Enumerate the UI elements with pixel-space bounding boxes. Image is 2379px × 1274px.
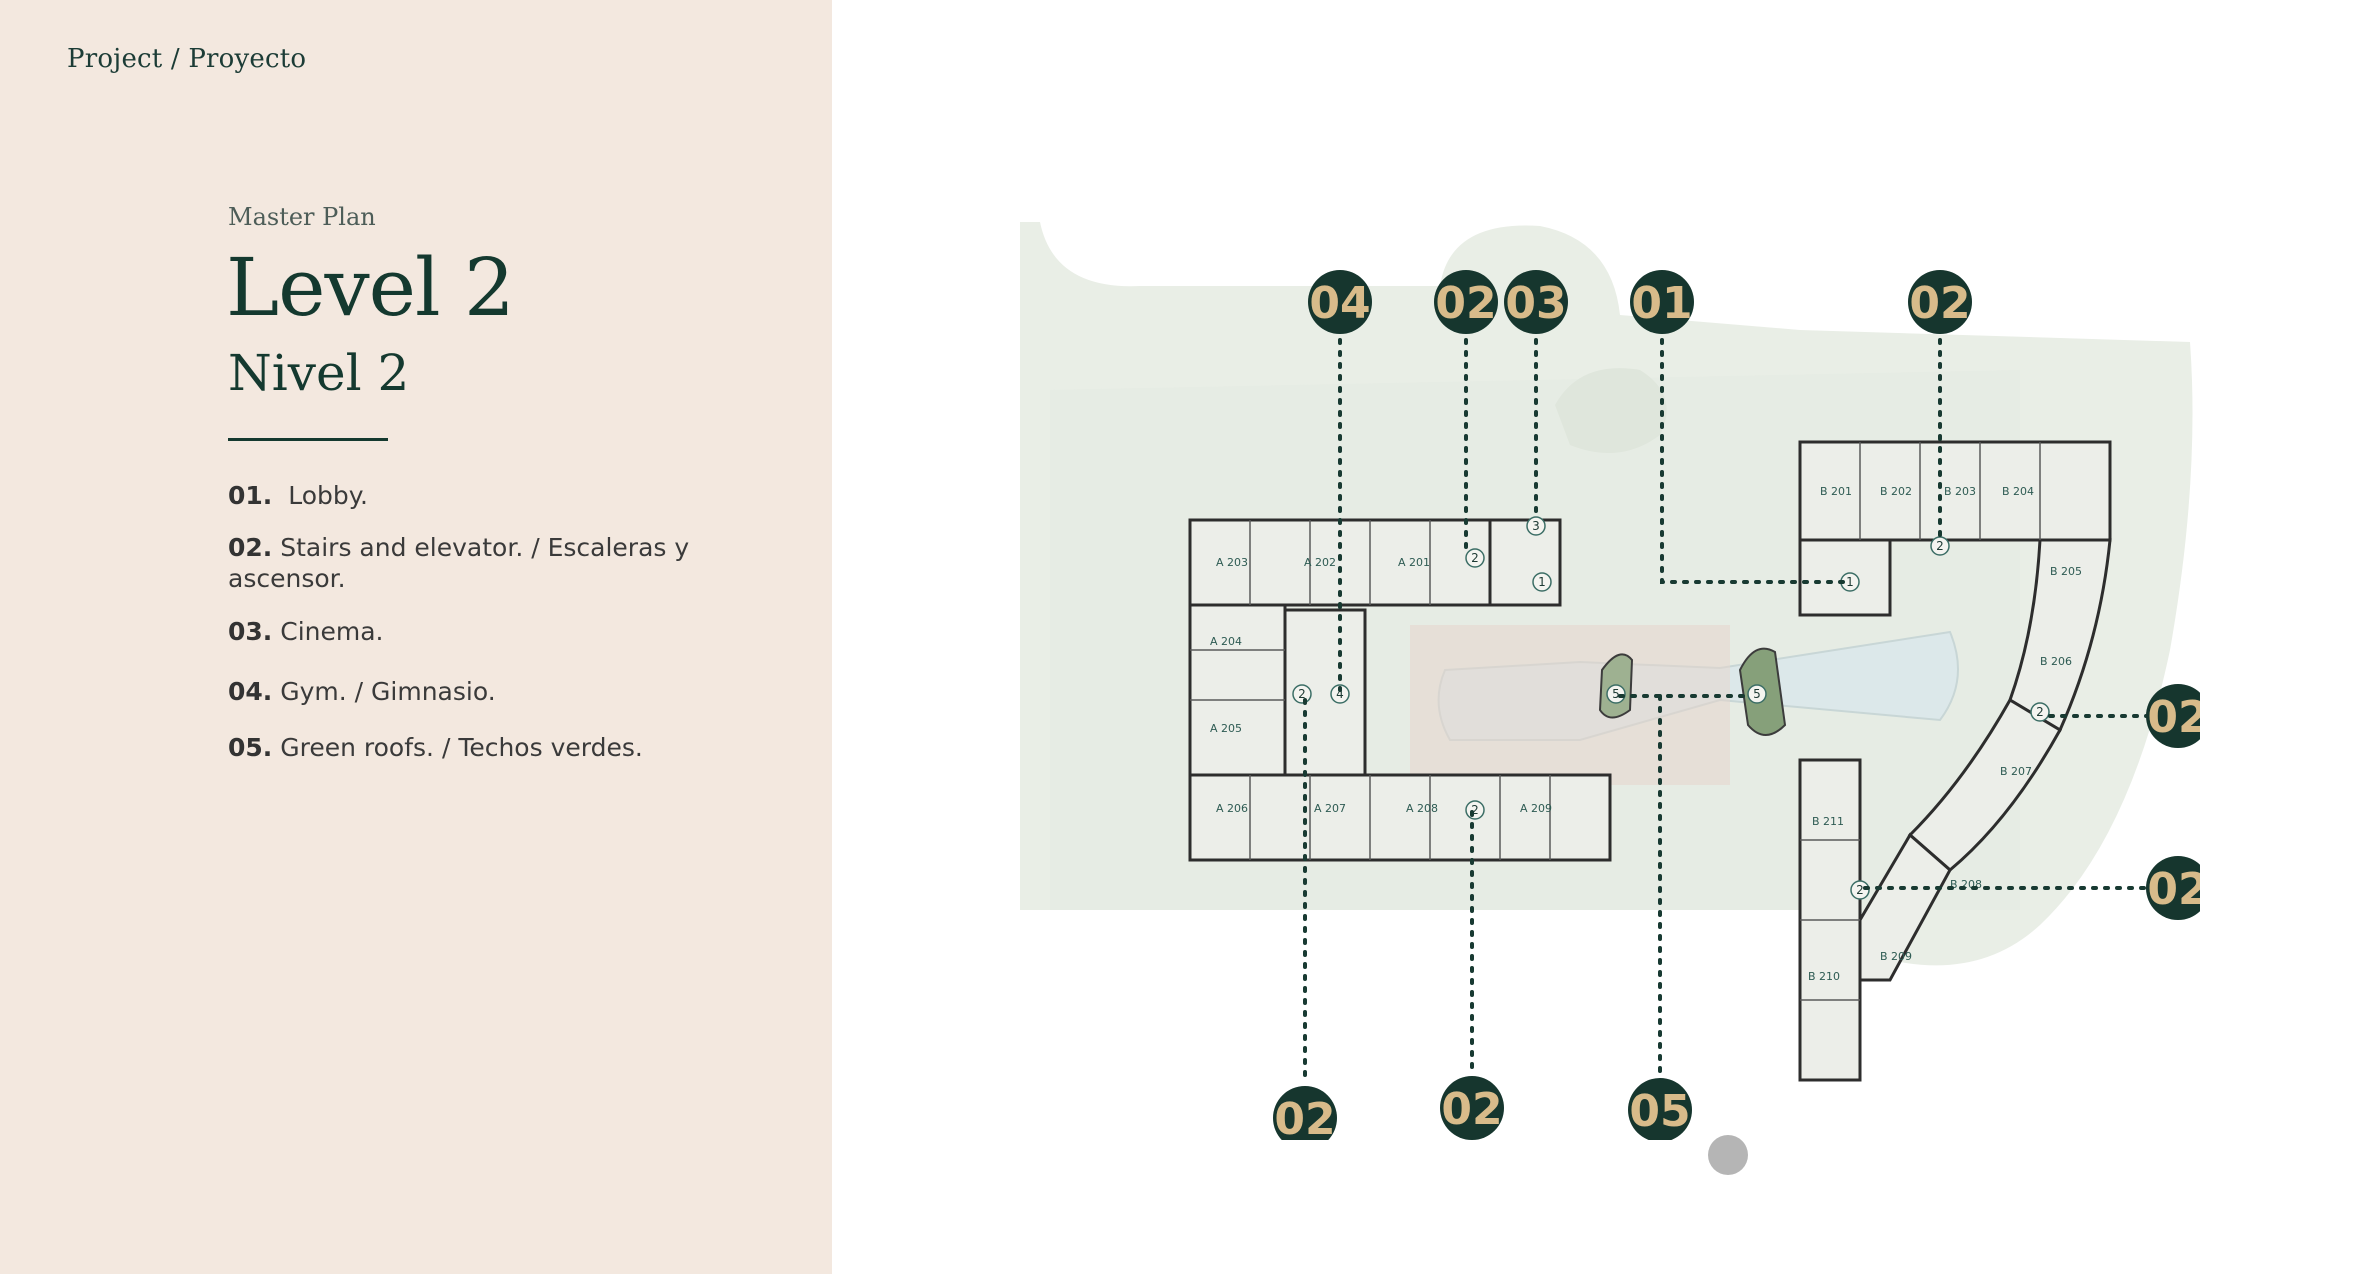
sidebar: Project / Proyecto Master Plan Level 2 N…: [0, 0, 832, 1274]
unit-label: B 202: [1880, 485, 1912, 498]
svg-text:1: 1: [1538, 575, 1546, 589]
unit-label: B 201: [1820, 485, 1852, 498]
callout-cinema: 03: [1504, 270, 1568, 334]
unit-label: B 211: [1812, 815, 1844, 828]
callout-stairs: 02: [1440, 1076, 1504, 1140]
svg-text:2: 2: [1298, 687, 1306, 701]
callout-green-roofs: 05: [1628, 1078, 1692, 1140]
svg-text:02: 02: [1435, 278, 1496, 329]
unit-label: A 204: [1210, 635, 1242, 648]
svg-text:04: 04: [1309, 278, 1370, 329]
marker-green-roof: 5: [1606, 684, 1626, 704]
unit-label: A 206: [1216, 802, 1248, 815]
unit-label: A 207: [1314, 802, 1346, 815]
svg-text:02: 02: [1274, 1094, 1335, 1140]
marker-gym: 4: [1330, 684, 1350, 704]
svg-text:2: 2: [1856, 883, 1864, 897]
legend-item: 02. Stairs and elevator. / Escaleras y a…: [228, 532, 698, 594]
breadcrumb[interactable]: Project / Proyecto: [67, 44, 307, 74]
callout-lobby: 01: [1630, 270, 1694, 334]
building-b-walls: [1800, 442, 2041, 1001]
legend-number: 05.: [228, 733, 273, 762]
plan-markers: 1 1 2 2 2 2 2 2 3 4 5 5: [1292, 516, 2050, 900]
legend-text: Stairs and elevator. / Escaleras y ascen…: [228, 533, 690, 593]
building-a: [1188, 518, 1612, 862]
unit-label: B 204: [2002, 485, 2034, 498]
svg-text:2: 2: [1936, 539, 1944, 553]
scroll-indicator-dot[interactable]: [1708, 1135, 1748, 1175]
pool-deck: [1410, 625, 1730, 785]
marker-cinema: 3: [1526, 516, 1546, 536]
unit-label: A 203: [1216, 556, 1248, 569]
marker-stairs: 2: [2030, 702, 2050, 722]
svg-text:02: 02: [1441, 1084, 1502, 1135]
unit-label: B 207: [2000, 765, 2032, 778]
legend-text: Cinema.: [280, 617, 384, 646]
marker-stairs: 2: [1850, 880, 1870, 900]
marker-stairs: 2: [1465, 548, 1485, 568]
callout-stairs: 02: [1908, 270, 1972, 334]
page-title: Level 2: [226, 241, 515, 334]
master-plan: A 203 A 202 A 201 A 204 A 205 A 206 A 20…: [1020, 222, 2200, 1140]
legend-item: 03. Cinema.: [228, 616, 698, 647]
callout-gym: 04: [1308, 270, 1372, 334]
unit-label: A 208: [1406, 802, 1438, 815]
legend-text: Gym. / Gimnasio.: [280, 677, 496, 706]
legend-number: 02.: [228, 533, 273, 562]
svg-text:02: 02: [1909, 278, 1970, 329]
unit-label: A 209: [1520, 802, 1552, 815]
marker-lobby: 1: [1532, 572, 1552, 592]
unit-label: A 201: [1398, 556, 1430, 569]
callout-stairs: 02: [1434, 270, 1498, 334]
callout-stairs: 02: [1273, 1086, 1337, 1140]
page-subtitle: Nivel 2: [228, 344, 410, 402]
legend-number: 03.: [228, 617, 273, 646]
callout-stairs: 02: [2146, 684, 2200, 748]
svg-text:3: 3: [1532, 519, 1540, 533]
unit-label: A 205: [1210, 722, 1242, 735]
marker-stairs: 2: [1930, 536, 1950, 556]
unit-label: B 203: [1944, 485, 1976, 498]
legend-number: 01.: [228, 481, 273, 510]
svg-text:2: 2: [2036, 705, 2044, 719]
svg-text:4: 4: [1336, 687, 1344, 701]
marker-stairs: 2: [1292, 684, 1312, 704]
svg-text:1: 1: [1846, 575, 1854, 589]
svg-text:5: 5: [1612, 687, 1620, 701]
unit-label: B 205: [2050, 565, 2082, 578]
svg-text:5: 5: [1753, 687, 1761, 701]
svg-text:02: 02: [2147, 864, 2200, 915]
legend-item: 01. Lobby.: [228, 480, 698, 511]
title-divider: [228, 438, 388, 441]
building-a-walls: [1190, 520, 1551, 860]
callout-stairs: 02: [2146, 856, 2200, 920]
section-eyebrow: Master Plan: [228, 203, 376, 231]
legend-number: 04.: [228, 677, 273, 706]
unit-label: A 202: [1304, 556, 1336, 569]
svg-text:2: 2: [1471, 803, 1479, 817]
legend-text: Green roofs. / Techos verdes.: [280, 733, 643, 762]
unit-label: B 209: [1880, 950, 1912, 963]
marker-stairs: 2: [1465, 800, 1485, 820]
svg-text:02: 02: [2147, 692, 2200, 743]
unit-label: B 206: [2040, 655, 2072, 668]
legend-item: 04. Gym. / Gimnasio.: [228, 676, 698, 707]
svg-text:03: 03: [1505, 278, 1566, 329]
marker-green-roof: 5: [1747, 684, 1767, 704]
unit-labels: A 203 A 202 A 201 A 204 A 205 A 206 A 20…: [1210, 485, 2082, 983]
unit-label: B 210: [1808, 970, 1840, 983]
legend-text: Lobby.: [288, 481, 368, 510]
svg-text:01: 01: [1631, 278, 1692, 329]
svg-text:2: 2: [1471, 551, 1479, 565]
svg-text:05: 05: [1629, 1086, 1690, 1137]
legend-item: 05. Green roofs. / Techos verdes.: [228, 732, 698, 763]
